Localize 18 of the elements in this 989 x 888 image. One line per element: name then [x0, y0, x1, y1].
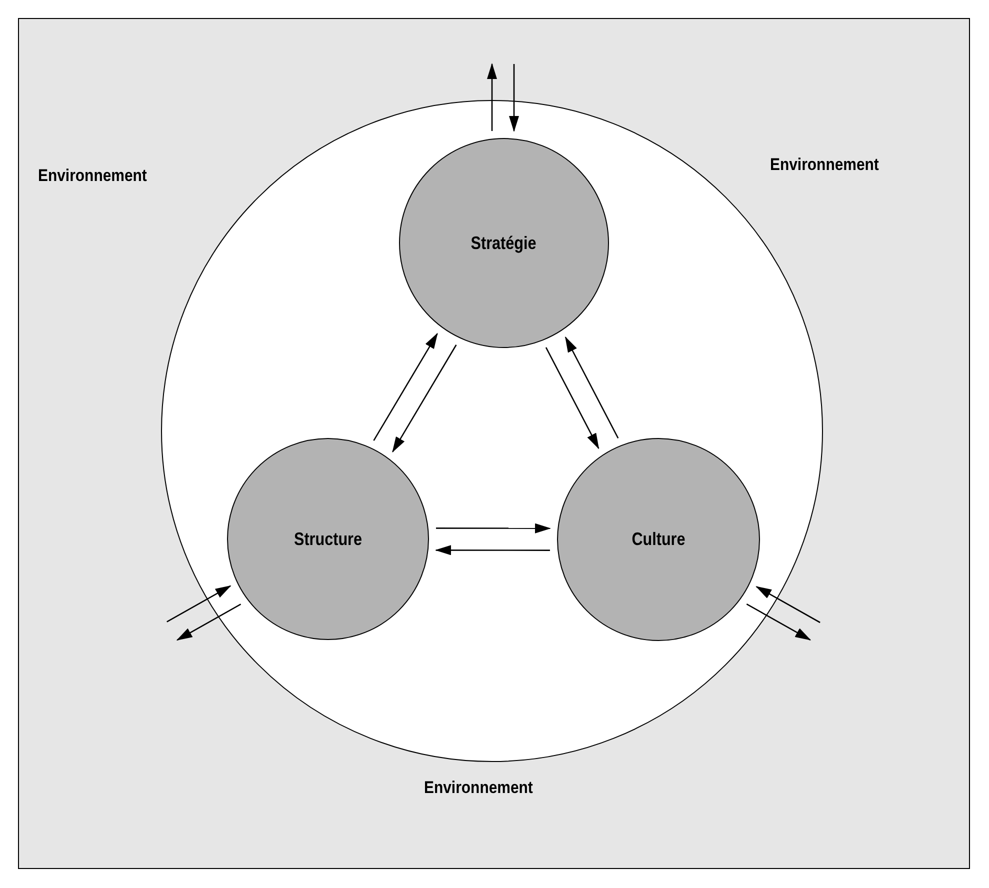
environment-label: Environnement — [424, 778, 533, 798]
arrow — [436, 523, 552, 534]
arrow — [746, 604, 812, 640]
arrow — [487, 63, 497, 131]
node-label: Structure — [294, 528, 362, 550]
arrow — [509, 64, 519, 132]
environment-label: Environnement — [770, 155, 879, 175]
arrow — [373, 332, 438, 441]
arrow — [564, 336, 619, 438]
arrow — [392, 344, 457, 453]
arrow — [166, 585, 232, 622]
arrow — [545, 347, 600, 450]
arrow — [176, 604, 242, 641]
arrow — [756, 586, 820, 624]
node-label: Culture — [632, 529, 686, 550]
node-label: Stratégie — [471, 232, 537, 254]
environment-label: Environnement — [38, 166, 147, 186]
arrow — [434, 545, 550, 556]
